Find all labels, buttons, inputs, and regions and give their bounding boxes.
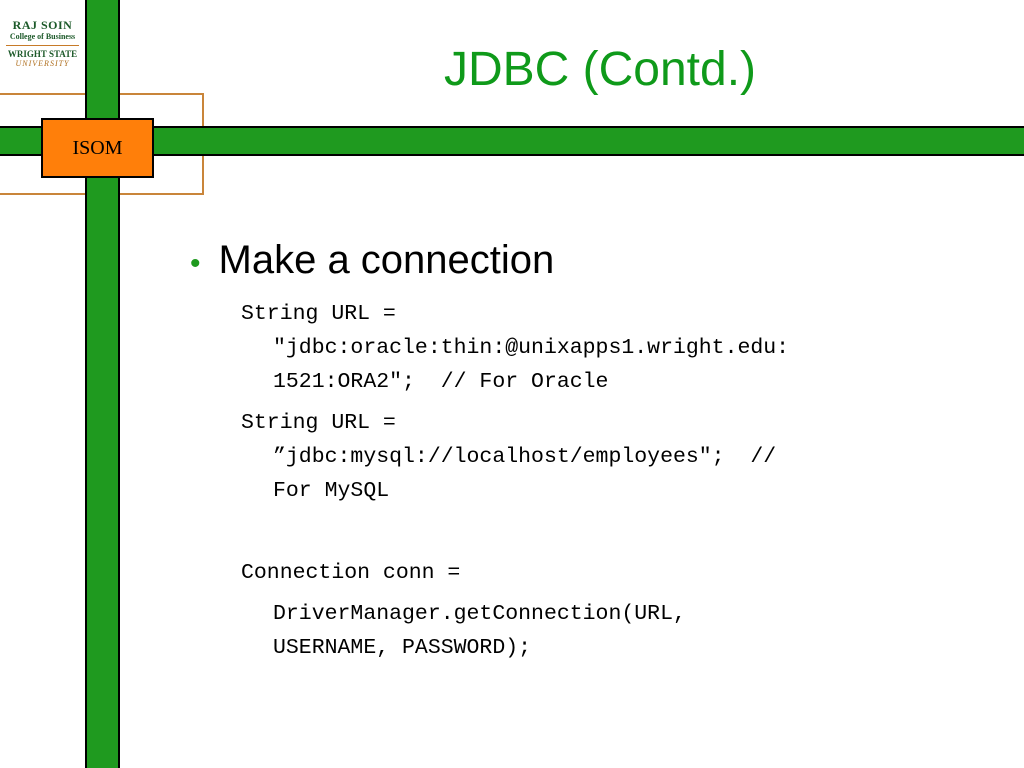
- bullet-text: Make a connection: [218, 238, 555, 282]
- logo-line-university: UNIVERSITY: [15, 59, 70, 68]
- isom-badge-label: ISOM: [72, 136, 123, 159]
- university-logo: RAJ SOIN College of Business WRIGHT STAT…: [0, 18, 85, 80]
- logo-line-college: College of Business: [9, 32, 76, 41]
- code-line: DriverManager.getConnection(URL,: [273, 602, 686, 626]
- logo-divider: [6, 45, 79, 46]
- bullet-item: • Make a connection: [190, 238, 554, 283]
- code-line: String URL =: [241, 302, 396, 326]
- code-line: Connection conn =: [241, 561, 461, 585]
- vertical-green-bar: [85, 0, 120, 768]
- isom-badge: ISOM: [41, 118, 154, 178]
- code-line: USERNAME, PASSWORD);: [273, 636, 532, 660]
- horizontal-green-bar: [0, 126, 1024, 156]
- logo-line-wright-state: WRIGHT STATE: [7, 49, 78, 59]
- code-line: 1521:ORA2"; // For Oracle: [273, 370, 609, 394]
- slide-title: JDBC (Contd.): [443, 43, 757, 96]
- bullet-marker: •: [190, 247, 201, 280]
- code-line: "jdbc:oracle:thin:@unixapps1.wright.edu:: [273, 336, 790, 360]
- code-line: For MySQL: [273, 479, 390, 503]
- logo-line-raj-soin: RAJ SOIN: [12, 18, 73, 32]
- code-line: String URL =: [241, 411, 396, 435]
- code-line: ”jdbc:mysql://localhost/employees"; //: [273, 445, 777, 469]
